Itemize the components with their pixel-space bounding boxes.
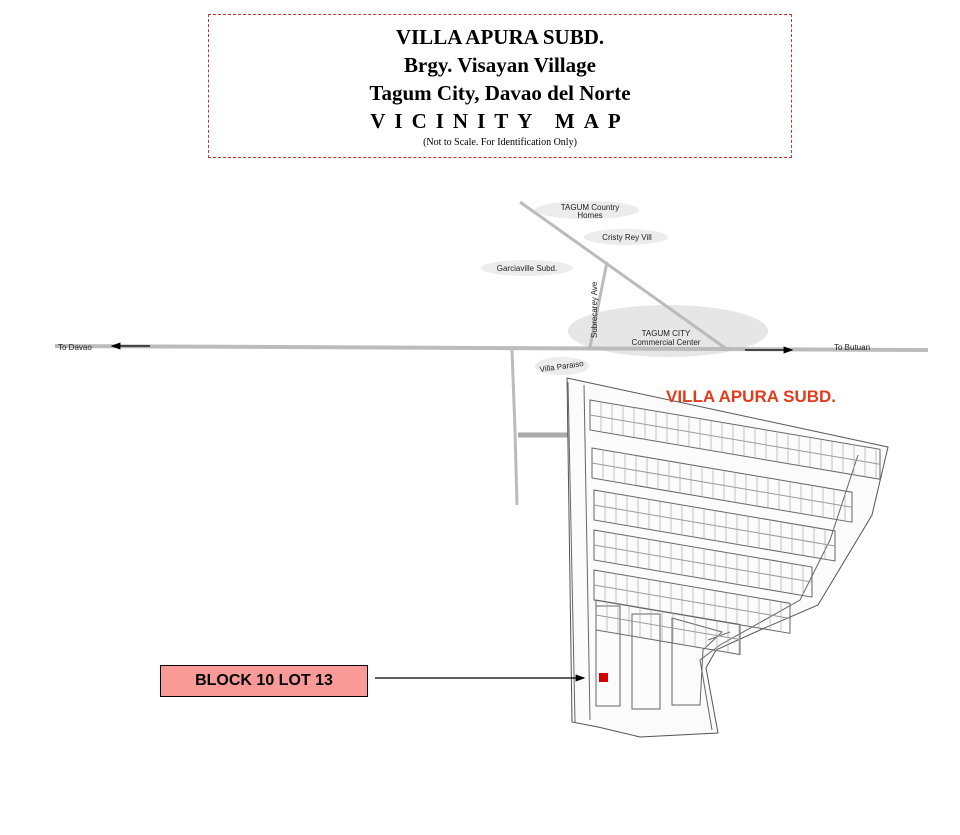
block-row-5 (593, 529, 813, 598)
subdivision-boundary (566, 377, 889, 738)
villa-paraiso-area (535, 357, 589, 375)
national-highway (54, 344, 929, 352)
tagum-country-homes-area (535, 201, 639, 219)
barangay-road-edge (567, 381, 576, 723)
block-row-3 (591, 447, 853, 523)
lot-divider (595, 614, 741, 640)
subdivision-plan (566, 377, 889, 738)
label-to-butuan: To Butuan (834, 343, 870, 352)
label-subrecarey-ave: Subrecarey Ave (590, 281, 599, 338)
cristy-rey-area (584, 229, 668, 245)
subrecarey-avenue (588, 261, 609, 348)
lot-divider (591, 462, 853, 508)
label-garciaville: Garciaville Subd. (497, 264, 557, 273)
lot-divider (593, 504, 836, 547)
title-box: VILLA APURA SUBD. Brgy. Visayan Village … (208, 14, 792, 158)
barangay-road-edge-2 (583, 384, 591, 721)
block-rows (589, 399, 881, 656)
access-road (510, 349, 519, 506)
subdivision-title: VILLA APURA SUBD. (666, 387, 836, 406)
label-to-davao: To Davao (58, 343, 92, 352)
title-subdivision: VILLA APURA SUBD. (395, 25, 605, 49)
open-space (671, 617, 723, 706)
block-9 (631, 613, 661, 710)
block-row-6 (593, 569, 791, 634)
label-tagum-country-homes-2: Homes (577, 211, 602, 220)
block-row-4 (593, 489, 836, 562)
lot-marker (599, 673, 608, 682)
label-tagum-country-homes: TAGUM Country (561, 203, 620, 212)
block-row-7 (595, 599, 741, 656)
lot-divider (593, 544, 813, 583)
block-10 (595, 605, 621, 707)
label-cristy-rey: Cristy Rey Vill (602, 233, 652, 242)
block-row-2 (589, 399, 881, 480)
title-vicinity-map: VICINITY MAP (370, 109, 630, 133)
label-commercial-center-1: TAGUM CITY (642, 329, 691, 338)
label-commercial-center-2: Commercial Center (632, 338, 701, 347)
block-lot-callout: BLOCK 10 LOT 13 (160, 665, 368, 697)
garciaville-area (481, 260, 573, 276)
scale-note: (Not to Scale. For Identification Only) (423, 137, 577, 148)
title-city: Tagum City, Davao del Norte (369, 81, 631, 105)
diagonal-road (519, 200, 729, 352)
title-barangay: Brgy. Visayan Village (404, 53, 596, 77)
